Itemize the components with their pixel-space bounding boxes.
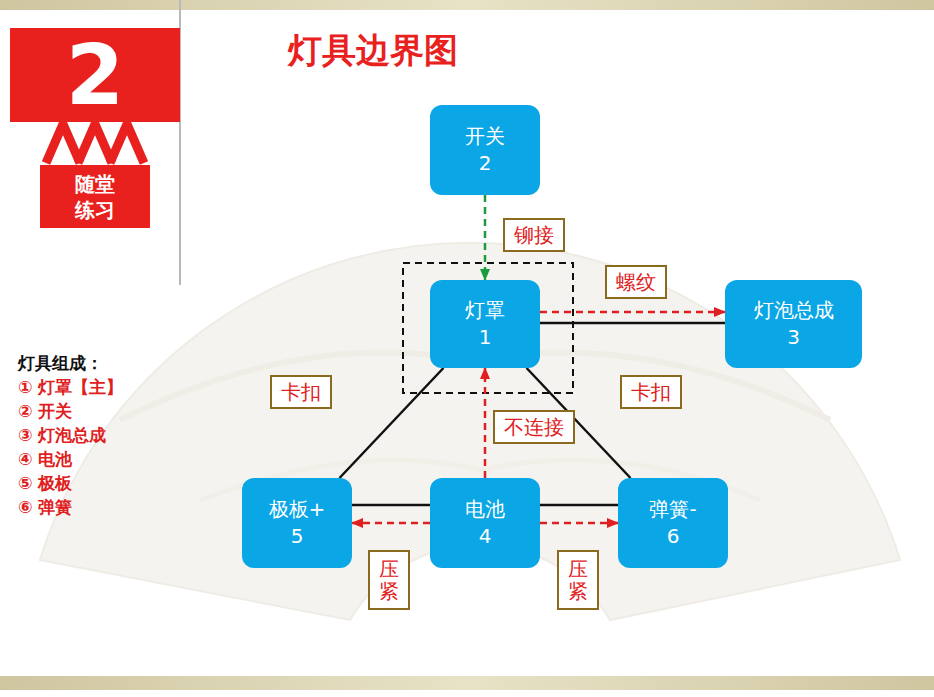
node-number: 5 [291, 523, 304, 550]
dashed-arrow [484, 195, 487, 280]
node-name: 灯泡总成 [754, 297, 834, 324]
solid-link [540, 504, 618, 507]
component-box: 极板+5 [242, 478, 352, 568]
page-title: 灯具边界图 [288, 28, 458, 74]
list-item: ③ 灯泡总成 [18, 424, 106, 447]
node-number: 6 [667, 523, 680, 550]
label-box: 铆接 [503, 218, 565, 252]
exercise-tag: 随堂 练习 [40, 165, 150, 228]
node-name: 极板+ [269, 496, 326, 523]
node-number: 4 [479, 523, 492, 550]
node-name: 2 [66, 33, 124, 117]
component-box: 弹簧-6 [618, 478, 728, 568]
edge-label: 不连接 [504, 415, 564, 439]
edge-label: 压紧 [379, 558, 399, 602]
label-box: 卡扣 [620, 375, 682, 409]
edge-label: 螺纹 [616, 270, 656, 294]
node-name: 开关 [465, 123, 505, 150]
label-box: 压紧 [368, 550, 410, 610]
label-box: 卡扣 [270, 375, 332, 409]
fan-watermark [40, 243, 900, 620]
boundary-dashed-frame [403, 263, 573, 393]
edge-label: 铆接 [514, 223, 554, 247]
node-number: 2 [479, 150, 492, 177]
dashed-arrow [540, 522, 618, 525]
label-box: 不连接 [493, 410, 575, 444]
edge-label: 卡扣 [631, 380, 671, 404]
chevron-marks [46, 124, 144, 163]
dashed-arrow [484, 368, 487, 478]
dashed-arrow [352, 522, 430, 525]
component-box: 灯泡总成3 [725, 280, 862, 368]
node-number: 3 [787, 324, 800, 351]
bottom-bar [0, 676, 934, 690]
label-box: 压紧 [557, 550, 599, 610]
solid-link [352, 504, 430, 507]
list-item: ⑥ 弹簧 [18, 496, 72, 519]
top-bar [0, 0, 934, 10]
edge-label: 压紧 [568, 558, 588, 602]
section-number-block: 2 [10, 28, 180, 122]
list-heading: 灯具组成： [18, 352, 103, 375]
node-name: 随堂 练习 [72, 171, 118, 223]
list-item: ① 灯罩【主】 [18, 376, 123, 399]
component-box: 灯罩1 [430, 280, 540, 368]
component-box: 电池4 [430, 478, 540, 568]
node-name: 灯罩 [465, 297, 505, 324]
solid-link [540, 322, 725, 325]
edge-label: 卡扣 [281, 380, 321, 404]
list-item: ④ 电池 [18, 448, 72, 471]
node-number: 1 [479, 324, 492, 351]
list-item: ⑤ 极板 [18, 472, 72, 495]
list-item: ② 开关 [18, 400, 72, 423]
label-box: 螺纹 [605, 265, 667, 299]
component-box: 开关2 [430, 105, 540, 195]
node-name: 弹簧- [649, 496, 696, 523]
solid-link [340, 368, 444, 478]
dashed-arrow [540, 311, 725, 314]
node-name: 电池 [465, 496, 505, 523]
